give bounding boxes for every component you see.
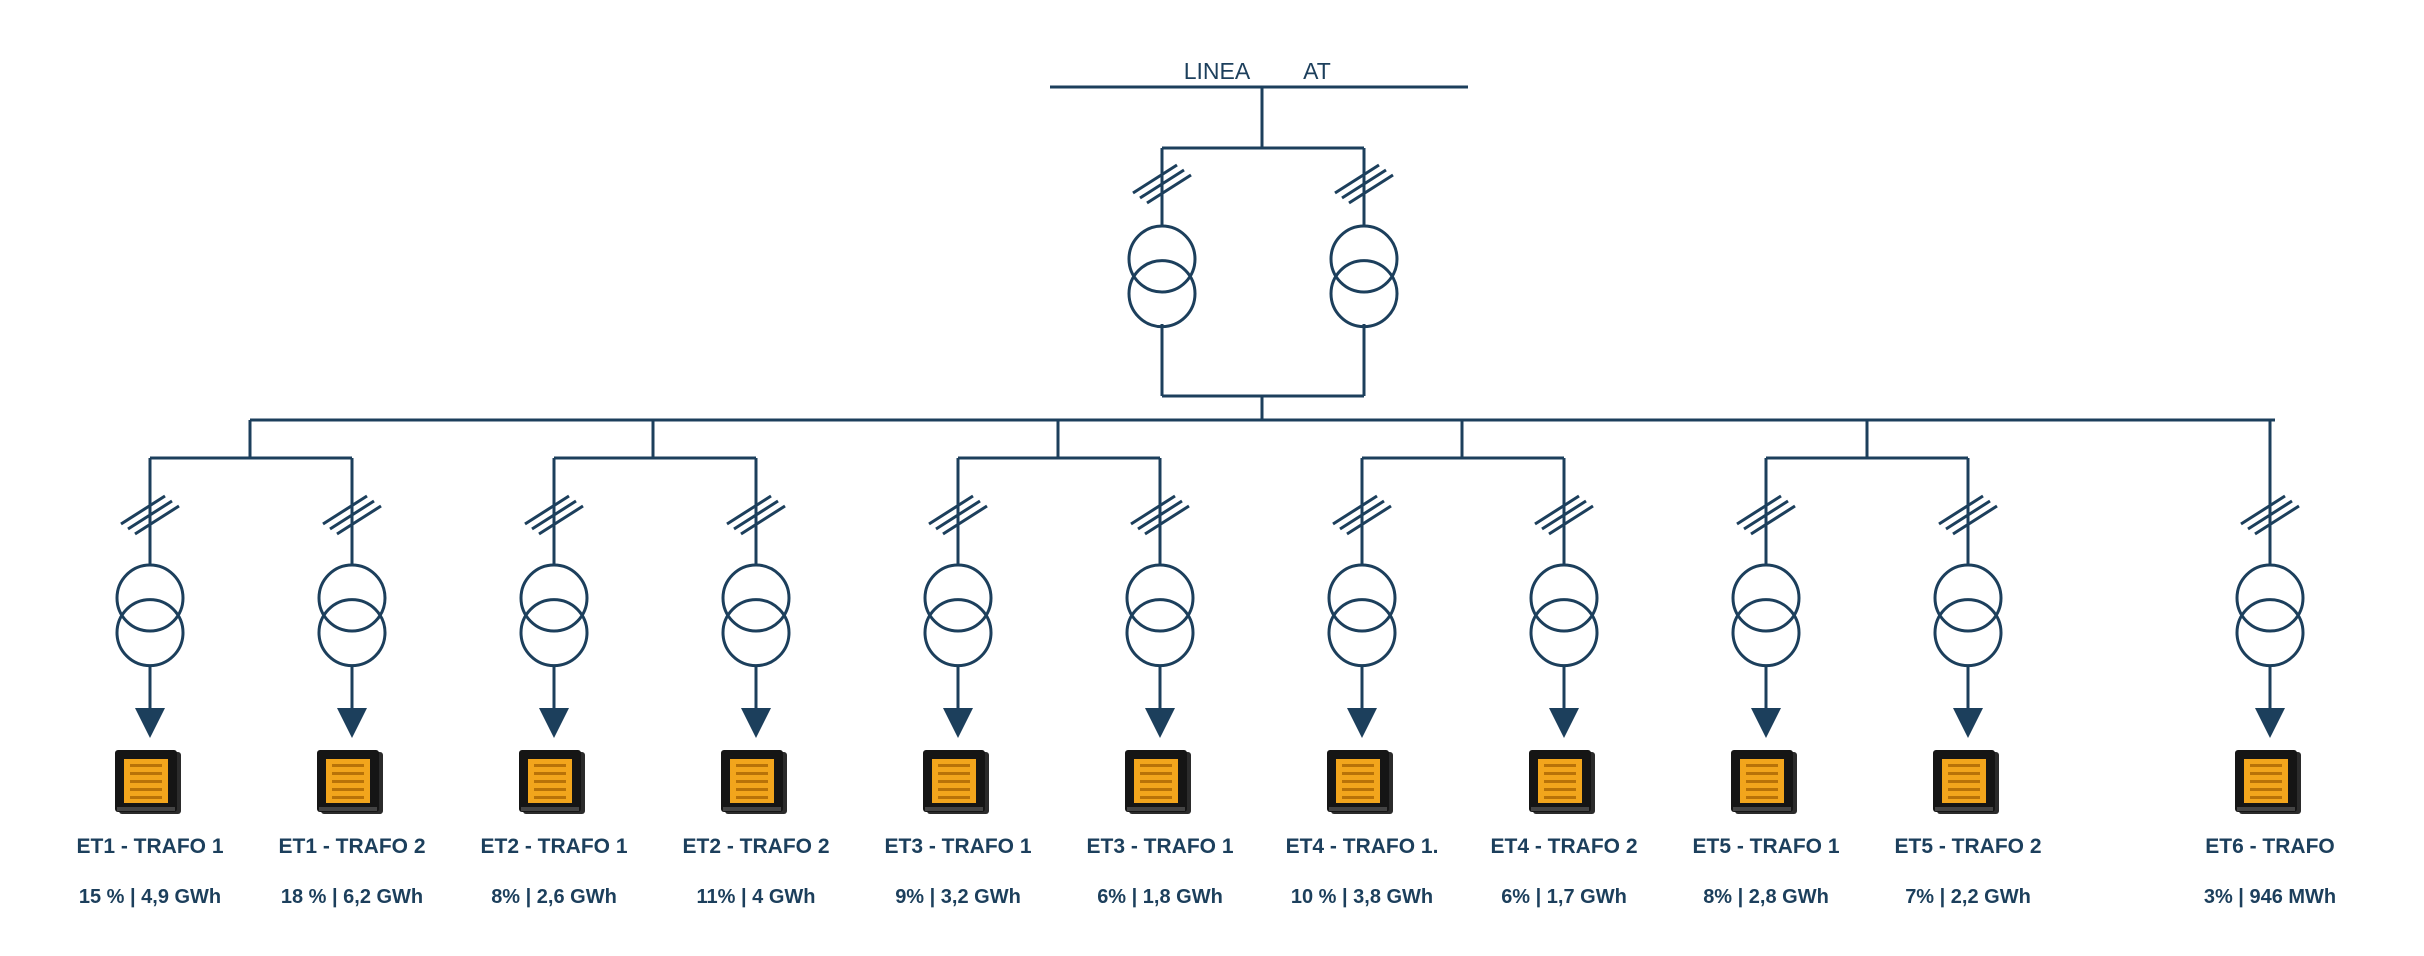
feeder-name: ET1 - TRAFO 1 bbox=[76, 835, 223, 858]
feeder-value: 7% | 2,2 GWh bbox=[1905, 886, 2031, 908]
arrow-down-icon bbox=[539, 708, 569, 738]
feeder-name: ET5 - TRAFO 1 bbox=[1692, 835, 1839, 858]
feeder-value: 6% | 1,7 GWh bbox=[1501, 886, 1627, 908]
feeder-value: 6% | 1,8 GWh bbox=[1097, 886, 1223, 908]
feeder: ET3 - TRAFO 1 9% | 3,2 GWh bbox=[884, 458, 1032, 908]
feeder-value: 15 % | 4,9 GWh bbox=[79, 886, 221, 908]
feeder-pair-bus bbox=[554, 420, 756, 460]
arrow-down-icon bbox=[1751, 708, 1781, 738]
transformer-icon bbox=[1327, 563, 1397, 668]
feeder-pair-bus bbox=[1766, 420, 1968, 460]
transformer-icon bbox=[115, 563, 185, 668]
energy-meter-icon bbox=[1731, 750, 1797, 814]
transformer-icon bbox=[721, 563, 791, 668]
feeder-name: ET4 - TRAFO 2 bbox=[1490, 835, 1637, 858]
transformer-icon bbox=[2235, 563, 2305, 668]
energy-meter-icon bbox=[1327, 750, 1393, 814]
arrow-down-icon bbox=[2255, 708, 2285, 738]
energy-meter-icon bbox=[2235, 750, 2301, 814]
top-busbar: LINEA AT bbox=[1050, 58, 1468, 89]
transformer-icon bbox=[923, 563, 993, 668]
energy-meter-icon bbox=[115, 750, 181, 814]
three-phase-hatch-icon bbox=[322, 494, 382, 536]
three-phase-hatch-icon bbox=[726, 494, 786, 536]
feeder-value: 11% | 4 GWh bbox=[697, 886, 816, 908]
three-phase-hatch-icon bbox=[1334, 163, 1394, 205]
arrow-down-icon bbox=[1347, 708, 1377, 738]
energy-meter-icon bbox=[1933, 750, 1999, 814]
energy-meter-icon bbox=[519, 750, 585, 814]
feeder-value: 9% | 3,2 GWh bbox=[895, 886, 1021, 908]
arrow-down-icon bbox=[1953, 708, 1983, 738]
feeder-value: 8% | 2,6 GWh bbox=[491, 886, 617, 908]
main-transformer-section bbox=[1160, 87, 1366, 420]
three-phase-hatch-icon bbox=[1736, 494, 1796, 536]
transformer-icon bbox=[519, 563, 589, 668]
feeder-pair-bus bbox=[150, 420, 352, 460]
feeder-name: ET3 - TRAFO 1 bbox=[1086, 835, 1233, 858]
feeder-value: 18 % | 6,2 GWh bbox=[281, 886, 423, 908]
feeder: ET3 - TRAFO 1 6% | 1,8 GWh bbox=[1086, 458, 1234, 908]
feeder-value: 8% | 2,8 GWh bbox=[1703, 886, 1829, 908]
feeder: ET4 - TRAFO 1. 10 % | 3,8 GWh bbox=[1286, 458, 1439, 908]
arrow-down-icon bbox=[1549, 708, 1579, 738]
feeder: ET1 - TRAFO 2 18 % | 6,2 GWh bbox=[278, 458, 426, 908]
three-phase-hatch-icon bbox=[1132, 163, 1192, 205]
feeder: ET5 - TRAFO 1 8% | 2,8 GWh bbox=[1692, 458, 1840, 908]
feeder-name: ET2 - TRAFO 1 bbox=[480, 835, 627, 858]
three-phase-hatch-icon bbox=[928, 494, 988, 536]
feeder-value: 3% | 946 MWh bbox=[2204, 886, 2336, 908]
transformer-icon bbox=[1933, 563, 2003, 668]
arrow-down-icon bbox=[135, 708, 165, 738]
feeder: ET6 - TRAFO 3% | 946 MWh bbox=[2204, 420, 2336, 908]
feeder: ET2 - TRAFO 1 8% | 2,6 GWh bbox=[480, 458, 628, 908]
feeder: ET5 - TRAFO 2 7% | 2,2 GWh bbox=[1894, 458, 2042, 908]
feeder-name: ET4 - TRAFO 1. bbox=[1286, 835, 1439, 858]
feeder-name: ET5 - TRAFO 2 bbox=[1894, 835, 2041, 858]
three-phase-hatch-icon bbox=[120, 494, 180, 536]
arrow-down-icon bbox=[337, 708, 367, 738]
feeder: ET1 - TRAFO 1 15 % | 4,9 GWh bbox=[76, 458, 224, 908]
energy-meter-icon bbox=[1125, 750, 1191, 814]
main-transformer bbox=[1329, 163, 1399, 329]
arrow-down-icon bbox=[943, 708, 973, 738]
busbar-label-at: AT bbox=[1303, 58, 1331, 84]
feeder-pair-bus bbox=[958, 420, 1160, 460]
feeder-name: ET3 - TRAFO 1 bbox=[884, 835, 1031, 858]
main-transformer bbox=[1127, 163, 1197, 329]
feeder: ET4 - TRAFO 2 6% | 1,7 GWh bbox=[1490, 458, 1638, 908]
transformer-icon bbox=[1127, 224, 1197, 329]
feeder-value: 10 % | 3,8 GWh bbox=[1291, 886, 1433, 908]
feeder: ET2 - TRAFO 2 11% | 4 GWh bbox=[682, 458, 830, 908]
transformer-icon bbox=[1329, 224, 1399, 329]
three-phase-hatch-icon bbox=[1534, 494, 1594, 536]
busbar-label-linea: LINEA bbox=[1184, 58, 1251, 84]
energy-meter-icon bbox=[1529, 750, 1595, 814]
three-phase-hatch-icon bbox=[524, 494, 584, 536]
arrow-down-icon bbox=[741, 708, 771, 738]
energy-meter-icon bbox=[721, 750, 787, 814]
feeder-pair-bus bbox=[1362, 420, 1564, 460]
three-phase-hatch-icon bbox=[1332, 494, 1392, 536]
three-phase-hatch-icon bbox=[1130, 494, 1190, 536]
transformer-icon bbox=[1529, 563, 1599, 668]
three-phase-hatch-icon bbox=[1938, 494, 1998, 536]
transformer-icon bbox=[1731, 563, 1801, 668]
energy-meter-icon bbox=[317, 750, 383, 814]
feeder-name: ET2 - TRAFO 2 bbox=[682, 835, 829, 858]
feeder-name: ET1 - TRAFO 2 bbox=[278, 835, 425, 858]
transformer-icon bbox=[1125, 563, 1195, 668]
three-phase-hatch-icon bbox=[2240, 494, 2300, 536]
feeder-name: ET6 - TRAFO bbox=[2205, 835, 2335, 858]
arrow-down-icon bbox=[1145, 708, 1175, 738]
energy-meter-icon bbox=[923, 750, 989, 814]
transformer-icon bbox=[317, 563, 387, 668]
